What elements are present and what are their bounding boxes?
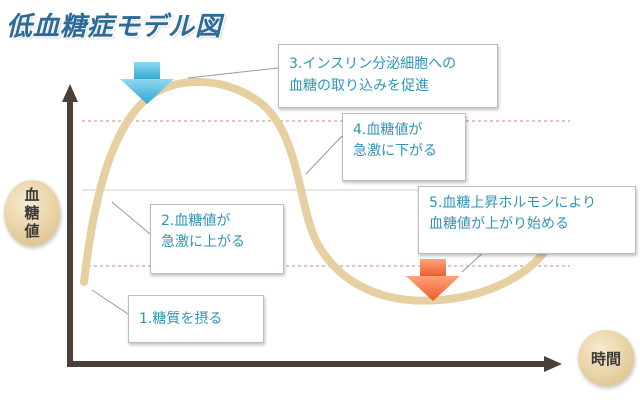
callout-step-2-line-1: 2.血糖値が bbox=[161, 213, 231, 229]
callout-step-4-line-2: 急激に下がる bbox=[353, 143, 437, 159]
pointer-line-2 bbox=[111, 201, 151, 235]
callout-step-1-text: 1.糖質を摂る bbox=[139, 311, 223, 327]
x-axis bbox=[67, 361, 545, 367]
pointer-line-1 bbox=[91, 289, 129, 315]
blood-sugar-curve bbox=[80, 77, 554, 305]
pointer-line-3 bbox=[187, 67, 279, 79]
y-axis bbox=[67, 100, 73, 367]
y-axis-label-char: 糖 bbox=[24, 204, 40, 222]
arrow-down-orange-icon bbox=[406, 259, 460, 301]
callout-step-3-line-2: 血糖の取り込みを促進 bbox=[289, 78, 429, 94]
callout-step-5-line-1: 5.血糖上昇ホルモンにより bbox=[429, 195, 597, 211]
callout-step-1: 1.糖質を摂る bbox=[128, 295, 264, 343]
y-axis-label-badge: 血 糖 値 bbox=[4, 180, 60, 246]
y-axis-label-char: 値 bbox=[24, 222, 40, 240]
arrow-down-blue-icon bbox=[120, 62, 174, 104]
pointer-line-4 bbox=[305, 135, 343, 175]
x-axis-label-badge: 時間 bbox=[578, 330, 634, 386]
callout-step-3: 3.インスリン分泌細胞への 血糖の取り込みを促進 bbox=[278, 44, 498, 108]
diagram-title: 低血糖症モデル図 bbox=[6, 12, 223, 42]
callout-step-5-line-2: 血糖値が上がり始める bbox=[429, 216, 569, 232]
callout-step-2: 2.血糖値が 急激に上がる bbox=[150, 204, 284, 274]
callout-step-3-line-1: 3.インスリン分泌細胞への bbox=[289, 56, 457, 72]
y-axis-arrowhead bbox=[62, 84, 78, 102]
x-axis-arrowhead bbox=[544, 356, 562, 372]
callout-step-2-line-2: 急激に上がる bbox=[161, 234, 245, 250]
callout-step-5: 5.血糖上昇ホルモンにより 血糖値が上がり始める bbox=[418, 186, 636, 254]
callout-step-4-line-1: 4.血糖値が bbox=[353, 122, 423, 138]
y-axis-label-char: 血 bbox=[24, 186, 40, 204]
callout-step-4: 4.血糖値が 急激に下がる bbox=[342, 113, 466, 181]
